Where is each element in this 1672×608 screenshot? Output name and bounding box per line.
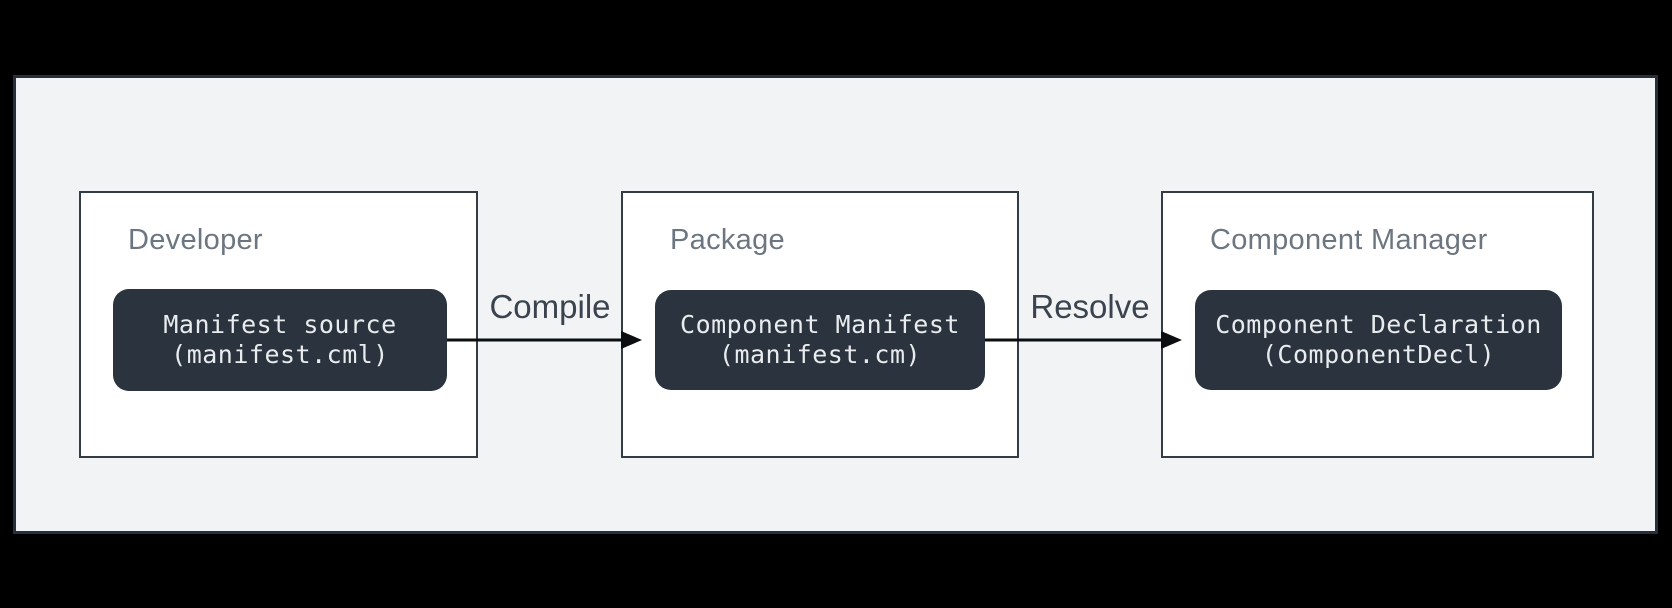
- arrow-label-resolve: Resolve: [1030, 288, 1150, 325]
- node-text-line-1: Component Declaration: [1215, 310, 1542, 339]
- group-developer: Developer Manifest source (manifest.cml): [79, 191, 478, 458]
- group-label-component-manager: Component Manager: [1210, 224, 1488, 256]
- arrow-label-compile: Compile: [489, 288, 611, 325]
- node-component-declaration: Component Declaration (ComponentDecl): [1195, 290, 1562, 390]
- group-component-manager: Component Manager Component Declaration …: [1161, 191, 1594, 458]
- group-label-package: Package: [670, 224, 785, 256]
- node-text-line-1: Component Manifest: [680, 310, 960, 339]
- node-manifest-source: Manifest source (manifest.cml): [113, 289, 447, 391]
- node-text-line-2: (manifest.cml): [171, 340, 389, 369]
- node-text-line-2: (ComponentDecl): [1261, 340, 1496, 369]
- group-label-developer: Developer: [128, 224, 263, 256]
- node-component-manifest: Component Manifest (manifest.cm): [655, 290, 985, 390]
- node-text-line-2: (manifest.cm): [718, 340, 922, 369]
- group-package: Package Component Manifest (manifest.cm): [621, 191, 1019, 458]
- node-text-line-1: Manifest source: [163, 310, 397, 339]
